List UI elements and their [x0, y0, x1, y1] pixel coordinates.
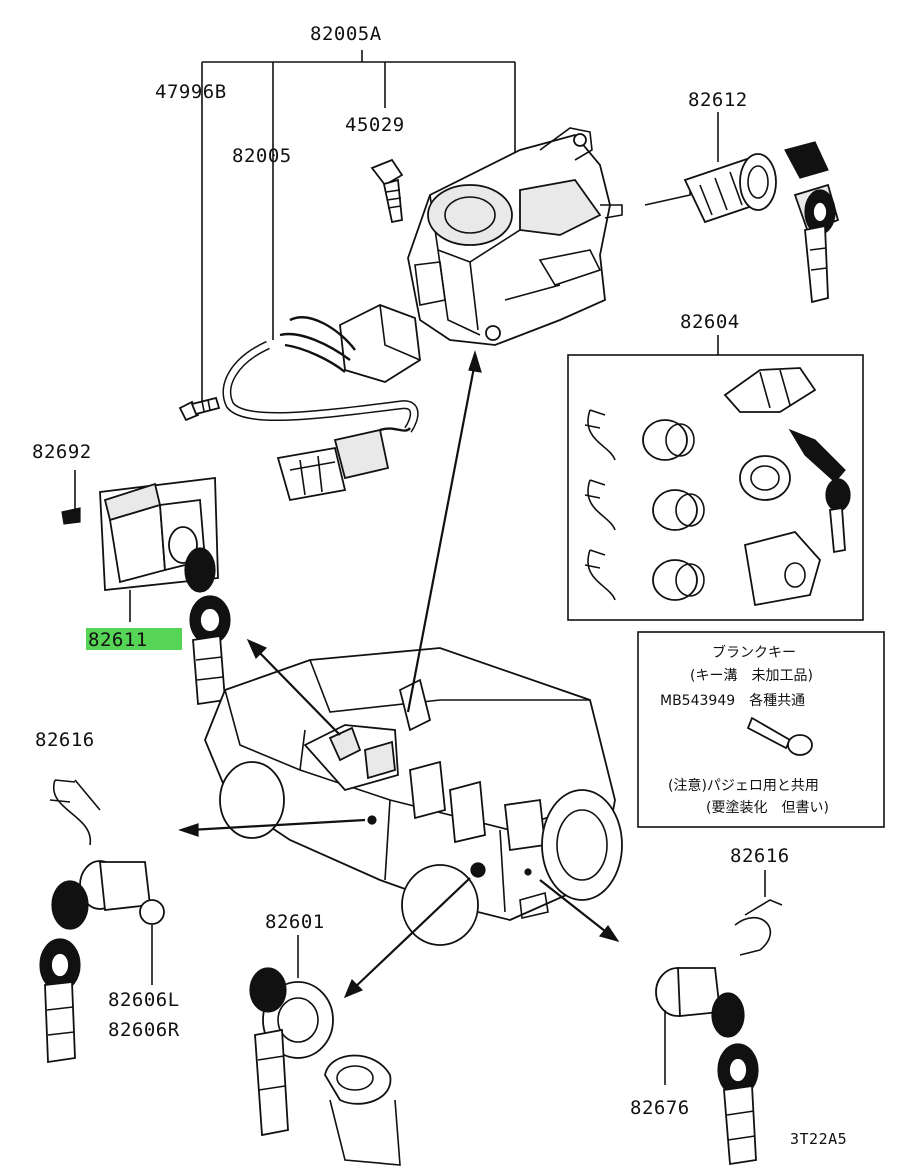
door-lock-cylinder-right	[655, 870, 783, 1166]
note-line-3: MB543949 各種共通	[660, 693, 805, 709]
label-82676[interactable]: 82676	[630, 1097, 690, 1119]
note-line-5: (要塗装化 但書い)	[706, 799, 829, 816]
label-47996B[interactable]: 47996B	[155, 81, 227, 103]
label-82616-right[interactable]: 82616	[730, 845, 790, 867]
label-82606R[interactable]: 82606R	[108, 1019, 180, 1041]
hatch-lock-assembly	[61, 470, 231, 706]
label-82616-left[interactable]: 82616	[35, 729, 95, 751]
label-82692[interactable]: 82692	[32, 441, 92, 463]
door-lock-cylinder-left	[39, 779, 165, 1064]
leader-lines-top	[201, 50, 719, 408]
blank-key-note-text: ブランクキー (キー溝 未加工品) MB543949 各種共通 (注意)パジェロ…	[660, 644, 829, 816]
lock-set-box	[567, 354, 864, 621]
label-45029[interactable]: 45029	[345, 114, 405, 136]
spare-tire-lock	[249, 935, 401, 1166]
ignition-wire-harness	[222, 304, 421, 502]
label-82604[interactable]: 82604	[680, 311, 740, 333]
part-labels: 82005A 47996B 82005 45029 82612 82604 82…	[32, 23, 790, 1119]
blank-key-note-box	[637, 631, 885, 828]
bolt-45029	[370, 158, 404, 224]
steering-lock-housing	[407, 127, 623, 346]
note-line-1: ブランクキー	[712, 644, 796, 661]
label-82601[interactable]: 82601	[265, 911, 325, 933]
part-highlight	[86, 628, 182, 650]
label-82612[interactable]: 82612	[688, 89, 748, 111]
ignition-cylinder-with-keys	[644, 141, 840, 304]
note-line-2: (キー溝 未加工品)	[690, 668, 813, 684]
figure-code: 3T22A5	[790, 1130, 847, 1148]
location-arrows	[178, 350, 620, 999]
bolt-47996B	[178, 396, 221, 422]
label-82611[interactable]: 82611	[88, 629, 148, 651]
label-82005A[interactable]: 82005A	[310, 23, 382, 45]
label-82606L[interactable]: 82606L	[108, 989, 180, 1011]
vehicle-outline	[204, 647, 623, 946]
label-82005[interactable]: 82005	[232, 145, 292, 167]
note-line-4: (注意)パジェロ用と共用	[668, 777, 819, 794]
